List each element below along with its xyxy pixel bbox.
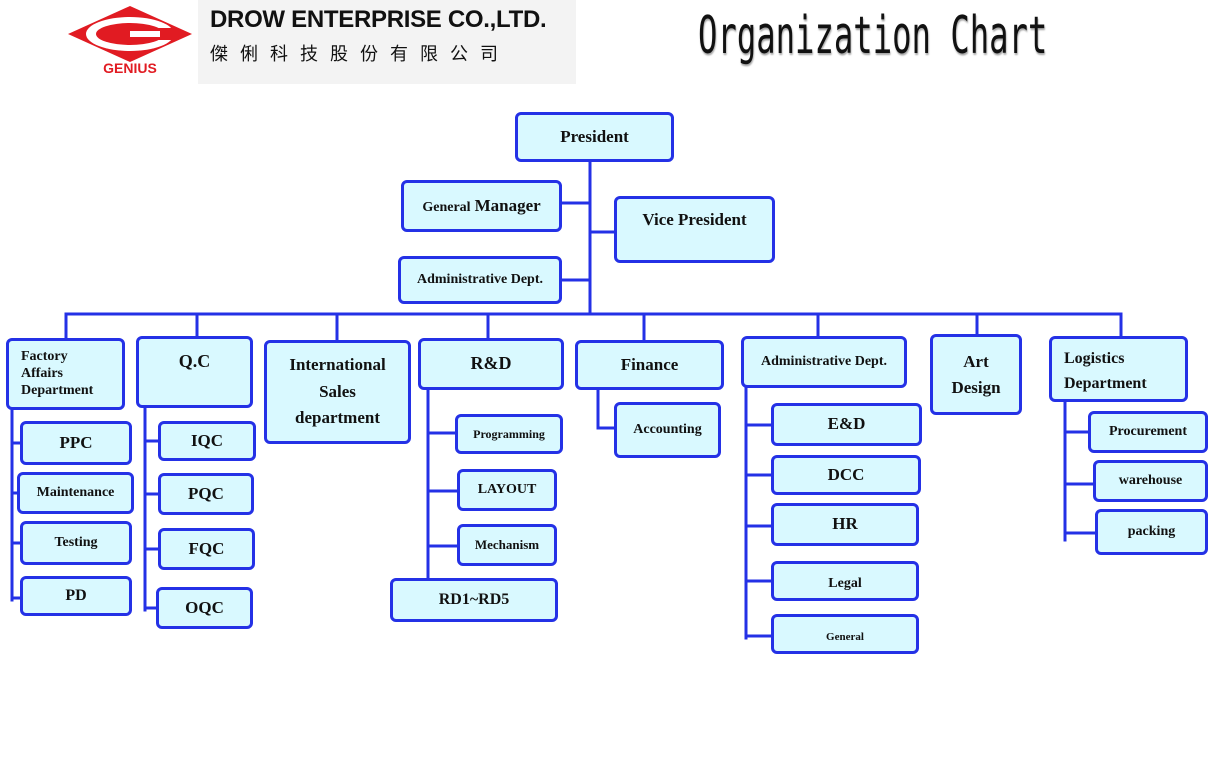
qc-box[interactable]: Q.C <box>136 336 253 408</box>
company-name-zh: 傑俐科技股份有限公司 <box>210 44 510 65</box>
finance-box[interactable]: Finance <box>575 340 724 390</box>
procurement-box[interactable]: Procurement <box>1088 411 1208 453</box>
header: GENIUS DROW ENTERPRISE CO.,LTD. 傑俐科技股份有限… <box>0 0 1216 90</box>
president-box[interactable]: President <box>515 112 674 162</box>
vice-president-label: Vice President <box>642 210 747 229</box>
programming-box[interactable]: Programming <box>455 414 563 454</box>
administrative-top-box[interactable]: Administrative Dept. <box>398 256 562 304</box>
mechanism-label: Mechanism <box>474 537 540 553</box>
art-design-box[interactable]: Art Design <box>930 334 1022 415</box>
procurement-label: Procurement <box>1108 423 1187 439</box>
dcc-label: DCC <box>827 464 865 484</box>
general-box[interactable]: General <box>771 614 919 654</box>
oqc-label: OQC <box>185 597 224 617</box>
ed-label: E&D <box>827 414 866 434</box>
art-design-label: Art Design <box>951 352 1001 397</box>
logistics-box[interactable]: Logistics Department <box>1049 336 1188 402</box>
testing-label: Testing <box>54 534 98 550</box>
programming-label: Programming <box>473 426 545 441</box>
administrative-top-label: Administrative Dept. <box>417 271 543 287</box>
president-label: President <box>560 126 629 146</box>
ed-box[interactable]: E&D <box>771 403 922 446</box>
logo-text: GENIUS <box>103 60 157 76</box>
fqc-label: FQC <box>188 538 225 558</box>
legal-box[interactable]: Legal <box>771 561 919 601</box>
administrative-dept-label: Administrative Dept. <box>761 353 887 369</box>
page-title: Organization Chart <box>698 6 1048 66</box>
factory-affairs-label: Factory Affairs Department <box>21 349 94 398</box>
accounting-label: Accounting <box>633 421 702 437</box>
vice-president-box[interactable]: Vice President <box>614 196 775 263</box>
genius-logo-icon: GENIUS <box>68 6 192 76</box>
rd1-rd5-box[interactable]: RD1~RD5 <box>390 578 558 622</box>
packing-label: packing <box>1127 523 1176 539</box>
international-sales-box[interactable]: International Sales department <box>264 340 411 444</box>
mechanism-box[interactable]: Mechanism <box>457 524 557 566</box>
rd-label: R&D <box>470 353 512 373</box>
packing-box[interactable]: packing <box>1095 509 1208 555</box>
legal-label: Legal <box>828 575 862 591</box>
iqc-box[interactable]: IQC <box>158 421 256 461</box>
qc-label: Q.C <box>178 351 211 371</box>
hr-label: HR <box>832 514 858 534</box>
layout-box[interactable]: LAYOUT <box>457 469 557 511</box>
rd-box[interactable]: R&D <box>418 338 564 390</box>
general-manager-box[interactable]: General Manager <box>401 180 562 232</box>
company-name: DROW ENTERPRISE CO.,LTD. <box>210 6 547 33</box>
general-manager-prefix: General <box>422 199 471 215</box>
warehouse-box[interactable]: warehouse <box>1093 460 1208 502</box>
finance-label: Finance <box>620 354 679 374</box>
layout-label: LAYOUT <box>477 481 537 497</box>
oqc-box[interactable]: OQC <box>156 587 253 629</box>
international-sales-label: International Sales department <box>289 355 386 428</box>
pd-box[interactable]: PD <box>20 576 132 616</box>
maintenance-box[interactable]: Maintenance <box>17 472 134 514</box>
hr-box[interactable]: HR <box>771 503 919 546</box>
pqc-label: PQC <box>188 483 224 503</box>
factory-affairs-box[interactable]: Factory Affairs Department <box>6 338 125 410</box>
general-label: General <box>826 630 864 643</box>
dcc-box[interactable]: DCC <box>771 455 921 495</box>
rd1-rd5-label: RD1~RD5 <box>438 591 510 609</box>
testing-box[interactable]: Testing <box>20 521 132 565</box>
general-manager-main: Manager <box>474 195 541 215</box>
company-brand: DROW ENTERPRISE CO.,LTD. 傑俐科技股份有限公司 <box>198 0 576 84</box>
general-manager-label: General Manager <box>422 195 540 218</box>
administrative-dept-box[interactable]: Administrative Dept. <box>741 336 907 388</box>
ppc-box[interactable]: PPC <box>20 421 132 465</box>
maintenance-label: Maintenance <box>36 484 115 500</box>
pd-label: PD <box>65 587 87 605</box>
warehouse-label: warehouse <box>1118 472 1183 488</box>
iqc-label: IQC <box>190 430 224 450</box>
fqc-box[interactable]: FQC <box>158 528 255 570</box>
pqc-box[interactable]: PQC <box>158 473 254 515</box>
ppc-label: PPC <box>59 432 93 452</box>
logistics-label: Logistics Department <box>1064 349 1147 393</box>
accounting-box[interactable]: Accounting <box>614 402 721 458</box>
